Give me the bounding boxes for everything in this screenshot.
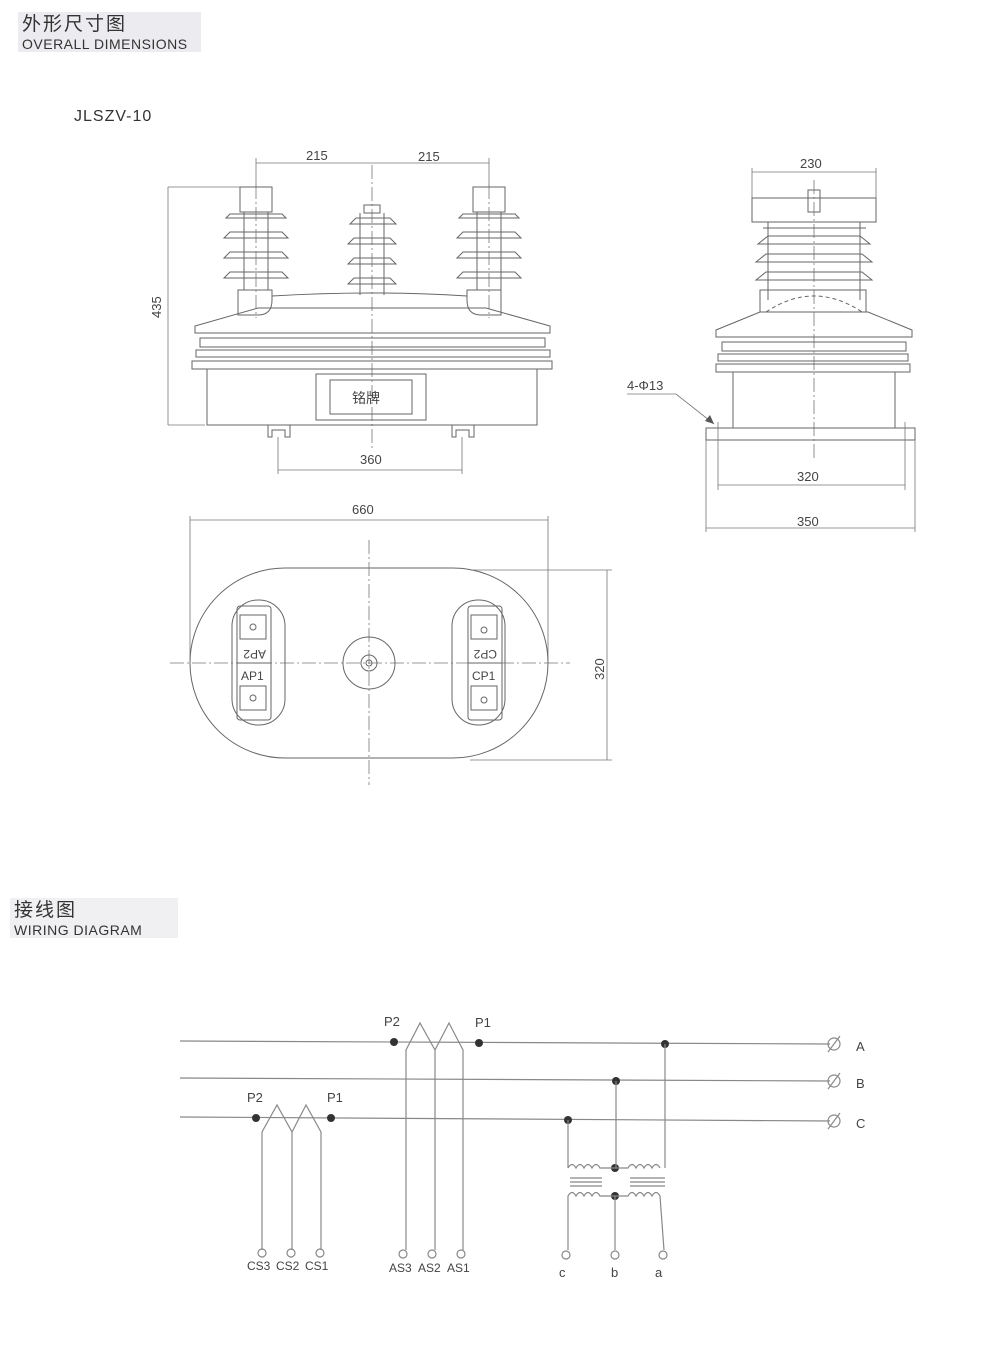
terminal-AP1: AP1 (241, 669, 264, 683)
phase-A: A (856, 1039, 865, 1054)
terminal-AS1: AS1 (447, 1261, 470, 1275)
ct-phase-a: P2 P1 AS3 AS2 AS1 (384, 1014, 669, 1275)
heading-cn: 接线图 (14, 900, 78, 921)
ct-a-p2: P2 (384, 1014, 400, 1029)
hole-callout: 4-Φ13 (627, 378, 663, 393)
dim-215-right: 215 (418, 149, 440, 164)
wiring-diagram-heading: 接线图 WIRING DIAGRAM (10, 898, 178, 938)
dim-215-left: 215 (306, 148, 328, 163)
heading-en: OVERALL DIMENSIONS (22, 36, 188, 52)
overall-dimensions-heading: 外形尺寸图 OVERALL DIMENSIONS (18, 12, 201, 52)
voltage-transformer: c b a (559, 1044, 668, 1280)
dim-320-top: 320 (592, 658, 607, 680)
terminal-b: b (611, 1265, 618, 1280)
phase-B: B (856, 1076, 865, 1091)
ct-phase-c: P2 P1 CS3 CS2 CS1 (247, 1090, 343, 1273)
terminal-CS2: CS2 (276, 1259, 300, 1273)
side-view: 230 320 350 4-Φ13 (627, 156, 916, 532)
terminal-CP2: CP2 (473, 647, 497, 661)
dim-350: 350 (797, 514, 819, 529)
phase-C: C (856, 1116, 865, 1131)
heading-en: WIRING DIAGRAM (14, 922, 143, 938)
left-bushing (222, 185, 290, 318)
dim-660: 660 (352, 502, 374, 517)
nameplate-label: 铭牌 (352, 390, 380, 406)
dim-435: 435 (149, 296, 164, 318)
right-bushing (455, 185, 523, 318)
middle-bushing (346, 204, 398, 295)
terminal-CS3: CS3 (247, 1259, 271, 1273)
terminal-AS3: AS3 (389, 1261, 412, 1275)
terminal-AP2: AP2 (243, 647, 266, 661)
heading-cn: 外形尺寸图 (22, 14, 128, 35)
dim-360: 360 (360, 452, 382, 467)
ct-c-p1: P1 (327, 1090, 343, 1105)
model-label: JLSZV-10 (74, 108, 153, 125)
terminal-AS2: AS2 (418, 1261, 441, 1275)
ct-a-p1: P1 (475, 1015, 491, 1030)
terminal-CS1: CS1 (305, 1259, 329, 1273)
ct-c-p2: P2 (247, 1090, 263, 1105)
terminal-CP1: CP1 (472, 669, 496, 683)
phase-terminals: A B C (827, 1035, 865, 1131)
terminal-c: c (559, 1265, 566, 1280)
dim-320-side: 320 (797, 469, 819, 484)
wiring-diagram: A B C P2 P1 AS3 AS2 AS1 P2 P1 CS3 CS2 (179, 1014, 865, 1280)
terminal-a: a (655, 1265, 663, 1280)
top-view: 660 320 AP2 AP1 CP2 CP1 (170, 502, 612, 785)
front-view: 215 215 435 (149, 148, 553, 474)
dim-230: 230 (800, 156, 822, 171)
